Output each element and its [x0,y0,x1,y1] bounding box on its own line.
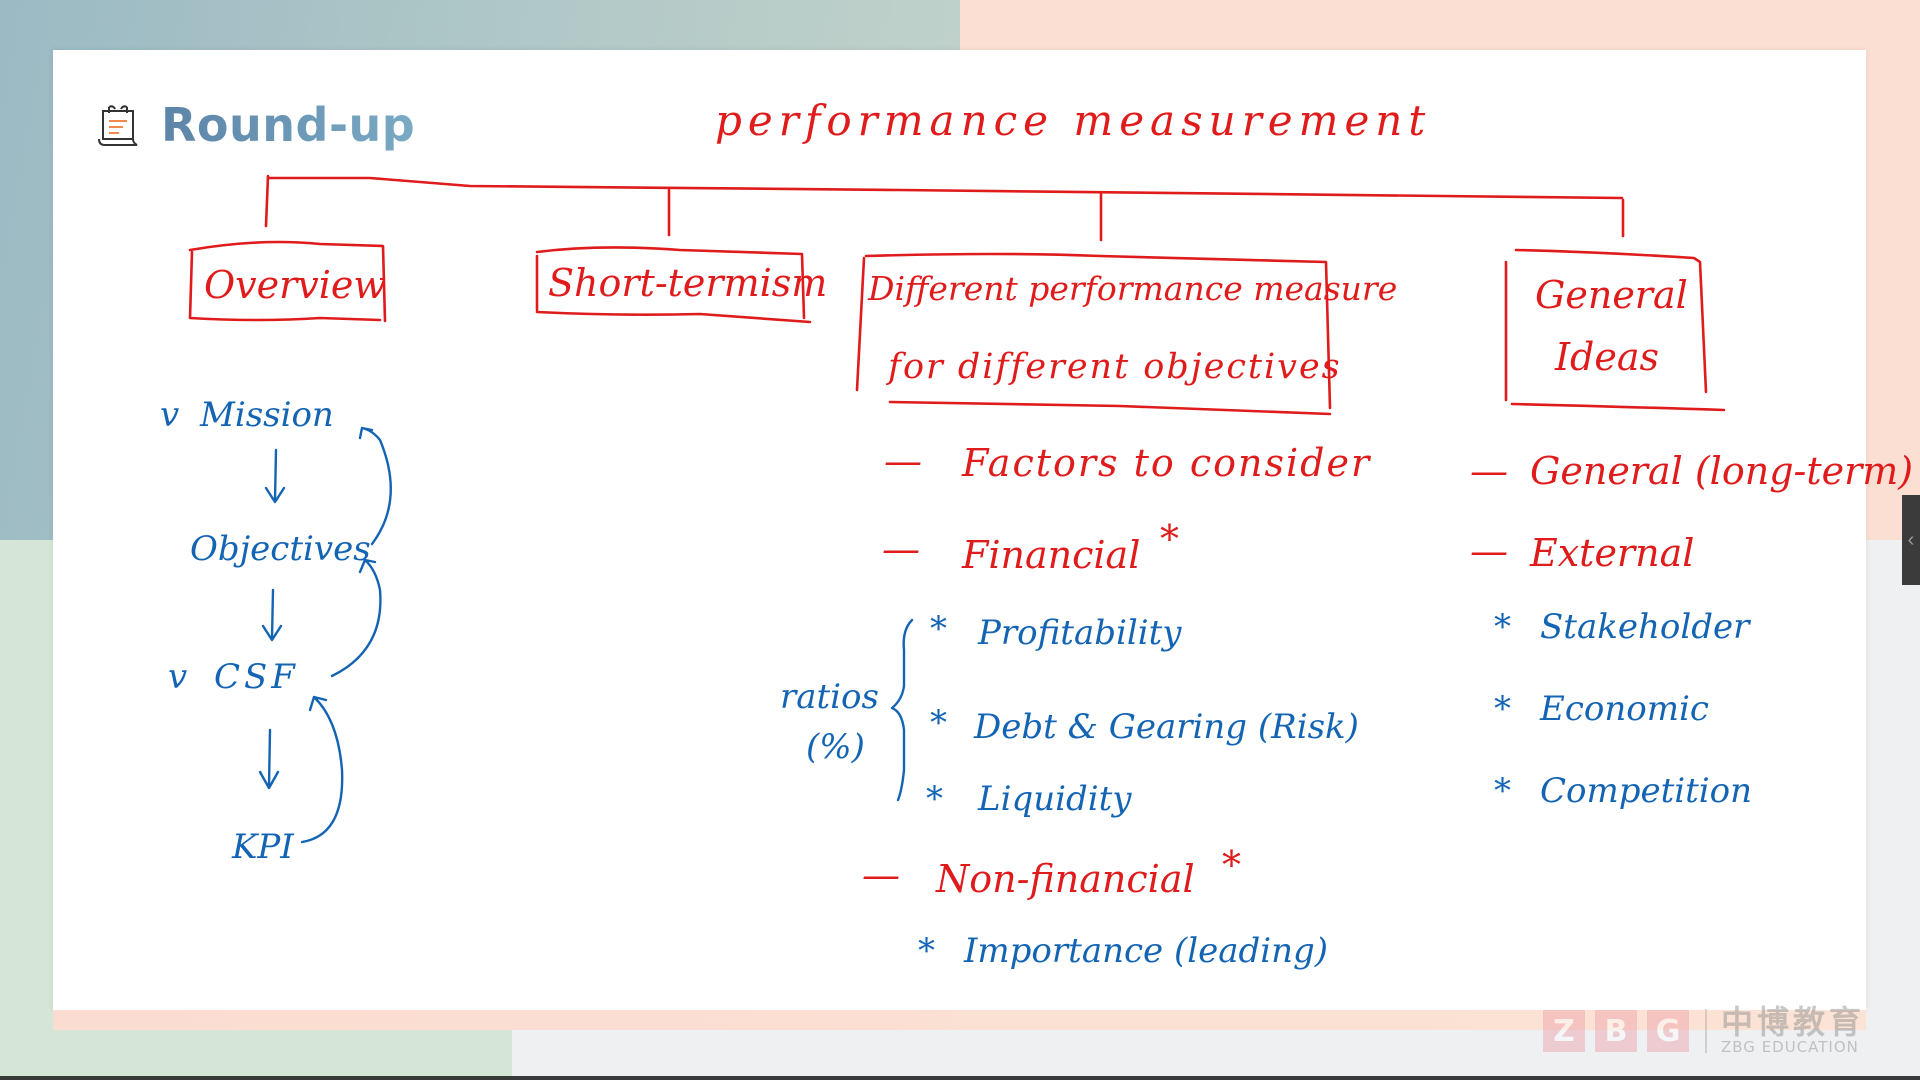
general-item-dash: — [1470,529,1508,573]
subitem-star: * [930,703,947,743]
notepad-icon [98,105,138,146]
subitem-star: * [1494,607,1511,647]
slide-title: Round-up [161,98,416,152]
different-item-dash: — [882,527,920,571]
different-item-dash: — [862,853,900,897]
logo-letter: B [1595,1010,1637,1052]
logo-divider [1705,1009,1707,1053]
financial-sub-liquidity: Liquidity [978,779,1132,819]
general-item-external: External [1530,531,1695,575]
nonfinancial-sub-importance: Importance (leading) [964,931,1329,971]
financial-sub-profitability: Profitability [978,613,1182,653]
logo-chinese: 中博教育 [1721,1003,1866,1041]
subitem-star: * [1494,689,1511,729]
slide-bottom-strip [53,1010,1866,1030]
check-mark: v [168,657,188,697]
slide-panel [53,50,1866,1010]
box-label-overview: Overview [204,263,386,307]
different-item-factors: Factors to consider [962,441,1372,485]
overview-item-csf: CSF [214,657,299,697]
nonfinancial-star: * [1222,843,1241,887]
previous-slide-button[interactable]: ‹ [1902,495,1920,585]
subitem-star: * [1494,771,1511,811]
ratios-label: ratios [780,677,879,717]
logo-text: 中博教育 ZBG EDUCATION [1721,1006,1865,1056]
general-item-longterm: General (long-term) [1530,449,1914,493]
overview-item-kpi: KPI [232,827,294,867]
logo-letter: G [1647,1010,1689,1052]
overview-item-objectives: Objectives [190,529,371,569]
different-item-dash: — [884,439,922,483]
slide-title-group: Round-up [97,98,415,152]
different-item-financial: Financial [962,533,1141,577]
chevron-left-icon: ‹ [1907,528,1915,551]
general-sub-economic: Economic [1540,689,1709,729]
box-label-general-2: Ideas [1555,335,1659,379]
mindmap-heading: performance measurement [715,96,1432,145]
subitem-star: * [918,931,935,971]
zbg-logo: Z B G 中博教育 ZBG EDUCATION [1543,1006,1865,1056]
financial-sub-debt-gearing: Debt & Gearing (Risk) [974,707,1359,747]
bottom-bar [0,1076,1920,1080]
overview-item-mission: Mission [200,395,334,435]
general-sub-competition: Competition [1540,771,1753,811]
ratios-percent-label: (%) [806,727,865,767]
subitem-star: * [926,779,943,819]
box-label-shortterm: Short-termism [548,261,828,305]
different-item-nonfinancial: Non-financial [936,857,1195,901]
general-item-dash: — [1470,449,1508,493]
check-mark: v [160,395,180,435]
logo-letter: Z [1543,1010,1585,1052]
logo-english: ZBG EDUCATION [1721,1038,1859,1056]
box-label-different-1: Different performance measure [868,269,1398,308]
box-label-general-1: General [1535,273,1688,317]
general-sub-stakeholder: Stakeholder [1540,607,1750,647]
subitem-star: * [930,609,947,649]
financial-star: * [1160,517,1179,561]
box-label-different-2: for different objectives [888,347,1342,387]
